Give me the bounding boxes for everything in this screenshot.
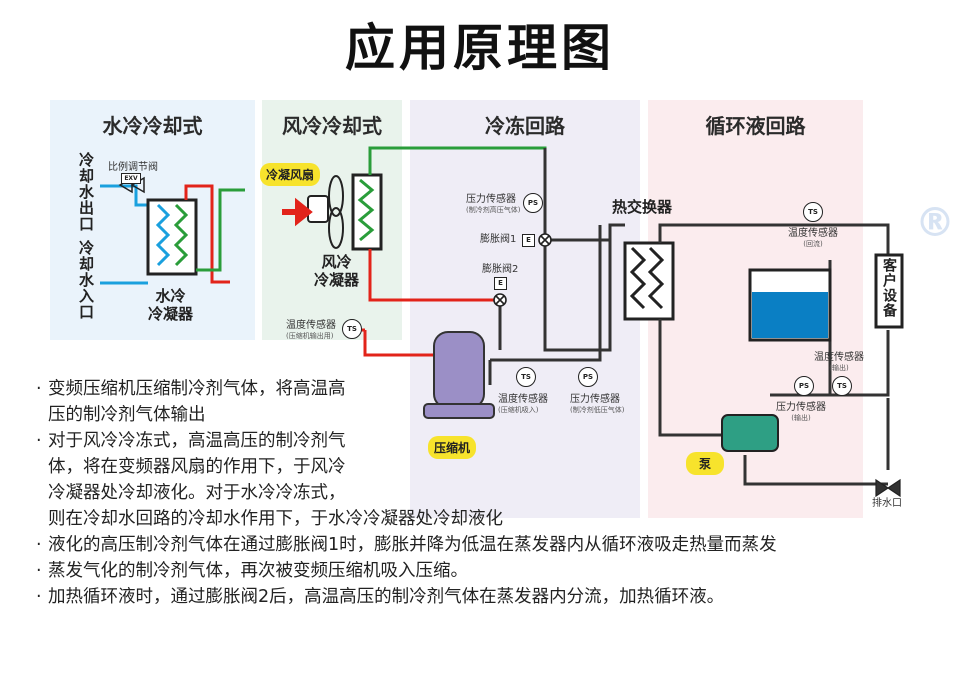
label-cooling-water-out: 冷却水出口: [77, 152, 95, 232]
fan-motor: [307, 195, 329, 223]
panel-title-water: 水冷冷却式: [102, 114, 203, 138]
panel-title-air: 风冷冷却式: [282, 114, 382, 138]
label-pressure-sensor-low: 压力传感器 (制冷剂低压气体): [570, 394, 625, 414]
water-condenser-box: [146, 198, 198, 276]
panel-title-refrigeration: 冷冻回路: [485, 114, 565, 138]
desc-p4: ·蒸发气化的制冷剂气体，再次被变频压缩机吸入压缩。: [36, 561, 468, 581]
ts-tag-return: TS: [803, 202, 823, 222]
air-condenser-coil: [357, 178, 375, 242]
customer-box: [874, 253, 904, 329]
compressor-base: [423, 403, 495, 419]
exv-tag: EXV: [121, 173, 141, 184]
pump-body: [721, 414, 779, 452]
fan-blade-top: [328, 175, 344, 217]
drain-valve-symbol: [875, 478, 901, 498]
water-condenser-coil-blue: [155, 203, 171, 267]
ps-tag-high: PS: [523, 193, 543, 213]
label-temp-sensor-return: 温度传感器 (回流): [788, 228, 838, 248]
cooling-water-lines: [100, 184, 148, 285]
label-heat-exchanger: 热交换器: [612, 198, 673, 216]
label-cooling-water-in: 冷却水入口: [77, 240, 95, 320]
label-temp-sensor-output: 温度传感器 (输出): [814, 352, 864, 372]
e-tag-valve1: E: [522, 234, 535, 247]
registered-mark: ®: [915, 200, 955, 246]
air-flow-arrow: [282, 197, 313, 227]
ts-tag-comp-out: TS: [342, 319, 362, 339]
water-green-line: [196, 188, 245, 272]
label-pressure-sensor-output: 压力传感器 (输出): [776, 402, 826, 422]
fan-blade-bottom: [328, 207, 344, 249]
ts-tag-comp-in: TS: [516, 367, 536, 387]
water-hot-line: [184, 184, 230, 284]
desc-p5: ·加热循环液时，通过膨胀阀2后，高温高压的制冷剂气体在蒸发器内分流，加热循环液。: [36, 587, 725, 607]
heat-exchanger-box: [623, 241, 675, 321]
desc-p2-cont2: 冷凝器处冷却液化。对于水冷冷冻式，: [48, 483, 346, 503]
badge-air-fan: 冷凝风扇: [260, 163, 321, 186]
description: ·变频压缩机压缩制冷剂气体，将高温高 压的制冷剂气体输出 ·对于风冷冷冻式，高温…: [36, 376, 926, 610]
label-air-condenser: 风冷 冷凝器: [314, 253, 360, 289]
ps-tag-output: PS: [794, 376, 814, 396]
label-exp-valve1: 膨胀阀1: [480, 234, 517, 245]
ps-tag-low: PS: [578, 367, 598, 387]
badge-compressor: 压缩机: [428, 436, 477, 459]
tank-water: [752, 292, 828, 338]
desc-p2-cont3: 则在冷却水回路的冷却水作用下，于水冷冷凝器处冷却液化: [48, 509, 503, 529]
label-exp-valve2: 膨胀阀2: [482, 264, 519, 275]
label-temp-sensor-comp-in: 温度传感器 (压缩机吸入): [498, 394, 548, 414]
e-tag-valve2: E: [494, 277, 507, 290]
badge-pump: 泵: [686, 452, 724, 475]
desc-p2: ·对于风冷冷冻式，高温高压的制冷剂气: [36, 431, 346, 451]
desc-p2-cont1: 体，将在变频器风扇的作用下，于风冷: [48, 457, 346, 477]
label-drain: 排水口: [872, 498, 902, 509]
ts-tag-output: TS: [832, 376, 852, 396]
label-prop-valve: 比例调节阀: [108, 162, 158, 173]
hot-gas-line: [363, 249, 500, 357]
label-water-condenser: 水冷 冷凝器: [148, 287, 194, 323]
desc-p1: ·变频压缩机压缩制冷剂气体，将高温高: [36, 379, 346, 399]
desc-p3: ·液化的高压制冷剂气体在通过膨胀阀1时，膨胀并降为低温在蒸发器内从循环液吸走热量…: [36, 535, 777, 555]
water-condenser-coil-green: [173, 203, 189, 267]
refrigeration-pipes: [488, 148, 625, 385]
desc-p1-cont: 压的制冷剂气体输出: [48, 405, 206, 425]
label-pressure-sensor-high: 压力传感器 (制冷剂高压气体): [466, 194, 521, 214]
label-temp-sensor-comp-out: 温度传感器 (压缩机输出用): [286, 320, 336, 340]
label-customer: 客户设备: [881, 258, 897, 318]
panel-title-circulation: 循环液回路: [705, 114, 806, 138]
page-title: 应用原理图: [345, 19, 615, 77]
